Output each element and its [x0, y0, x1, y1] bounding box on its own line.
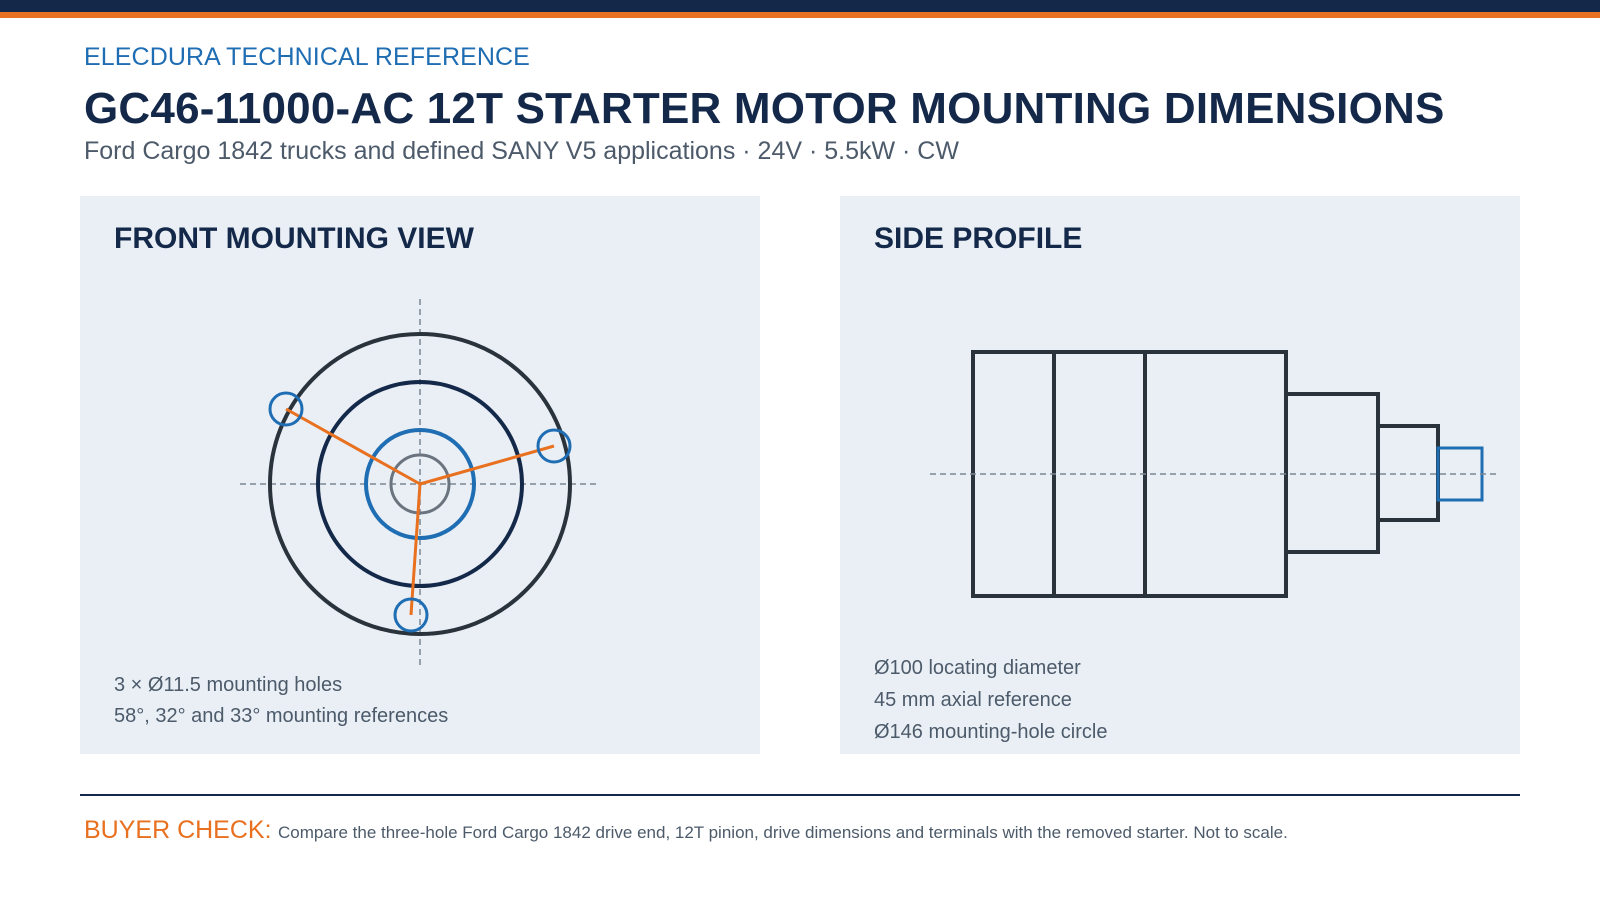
footer-divider	[80, 794, 1520, 796]
drive-housing-outline	[1284, 392, 1380, 554]
front-view-drawing	[240, 299, 600, 669]
buyer-check: BUYER CHECK: Compare the three-hole Ford…	[84, 816, 1288, 845]
mounting-hole-bottom	[393, 597, 429, 633]
side-profile-panel: SIDE PROFILE Ø100 locating diameter 45 m…	[840, 196, 1520, 754]
pinion-circle	[389, 453, 451, 515]
motor-body-outline	[971, 350, 1288, 598]
front-note-angles: 58°, 32° and 33° mounting references	[114, 705, 449, 727]
front-mounting-panel: FRONT MOUNTING VIEW 3 × Ø11.5 mounting h…	[80, 196, 760, 754]
header-accent-stripe	[0, 12, 1600, 18]
nose-outline	[1376, 424, 1440, 522]
front-panel-heading: FRONT MOUNTING VIEW	[114, 222, 474, 255]
side-profile-drawing	[930, 350, 1498, 598]
page-subtitle: Ford Cargo 1842 trucks and defined SANY …	[84, 137, 959, 165]
front-note-holes: 3 × Ø11.5 mounting holes	[114, 674, 343, 696]
page-title: GC46-11000-AC 12T STARTER MOTOR MOUNTING…	[84, 84, 1445, 133]
mounting-reference-line-right	[419, 444, 555, 486]
mounting-reference-line-bottom	[409, 483, 422, 616]
buyer-check-text: Compare the three-hole Ford Cargo 1842 d…	[278, 823, 1288, 842]
buyer-check-label: BUYER CHECK:	[84, 816, 272, 844]
side-note-axial-reference: 45 mm axial reference	[874, 689, 1072, 711]
flange-outer-circle	[268, 332, 572, 636]
locating-diameter-circle	[364, 428, 476, 540]
mounting-reference-line-upper-left	[285, 407, 421, 486]
side-panel-heading: SIDE PROFILE	[874, 222, 1083, 255]
drive-housing-circle	[316, 380, 524, 588]
mounting-hole-upper-left	[268, 391, 304, 427]
side-note-locating-diameter: Ø100 locating diameter	[874, 657, 1081, 679]
header-bar	[0, 0, 1600, 12]
mounting-hole-right	[536, 428, 572, 464]
brand-label: ELECDURA TECHNICAL REFERENCE	[84, 43, 530, 71]
side-note-hole-circle: Ø146 mounting-hole circle	[874, 721, 1108, 743]
